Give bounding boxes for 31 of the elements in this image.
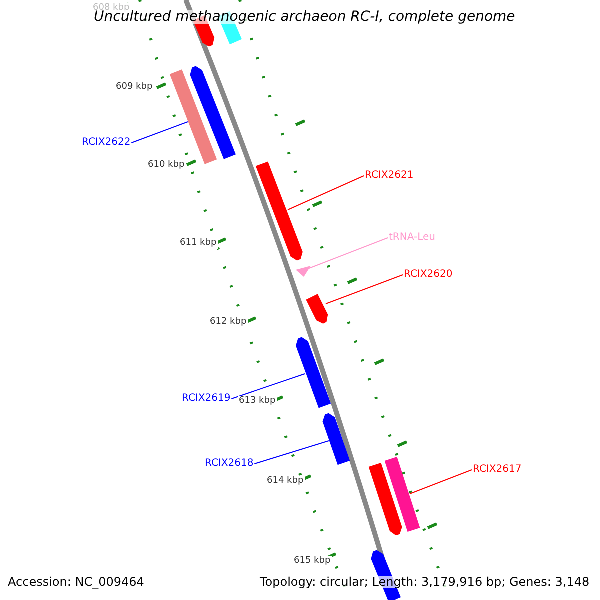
gene-segment bbox=[190, 66, 236, 160]
tick-label: 614 kbp bbox=[266, 476, 305, 487]
tick-label: 615 kbp bbox=[293, 556, 332, 567]
gene-label: RCIX2617 bbox=[473, 465, 522, 475]
gene-segment bbox=[306, 294, 328, 324]
gene-segment bbox=[256, 162, 303, 261]
gene-segment bbox=[384, 457, 420, 532]
leader-line bbox=[326, 274, 404, 304]
leader-line bbox=[308, 238, 388, 270]
gene-label: RCIX2618 bbox=[205, 459, 254, 469]
leader-line bbox=[410, 470, 472, 494]
tick-label: 610 kbp bbox=[147, 160, 186, 171]
gene-label: RCIX2621 bbox=[365, 171, 414, 181]
trna-marker bbox=[296, 266, 311, 277]
gene-segment bbox=[368, 463, 402, 536]
gene-segment bbox=[322, 413, 350, 466]
gene-label: tRNA-Leu bbox=[389, 233, 436, 243]
footer-text: Topology: circular; Length: 3,179,916 bp; Genes: 3,148 bbox=[260, 576, 590, 588]
gene-label: RCIX2619 bbox=[182, 394, 231, 404]
leader-line bbox=[254, 440, 330, 464]
leader-line bbox=[231, 374, 306, 400]
leader-line bbox=[288, 176, 364, 210]
tick-label: 611 kbp bbox=[179, 238, 218, 249]
leader-line bbox=[131, 122, 188, 144]
gene-label: RCIX2622 bbox=[82, 138, 131, 148]
tick-label: 613 kbp bbox=[238, 396, 277, 407]
gene-label: RCIX2620 bbox=[404, 270, 453, 280]
tick-label: 612 kbp bbox=[209, 317, 248, 328]
gene-segment bbox=[296, 337, 332, 408]
tick-label: 609 kbp bbox=[115, 82, 154, 93]
footer-text: Accession: NC_009464 bbox=[8, 576, 144, 588]
